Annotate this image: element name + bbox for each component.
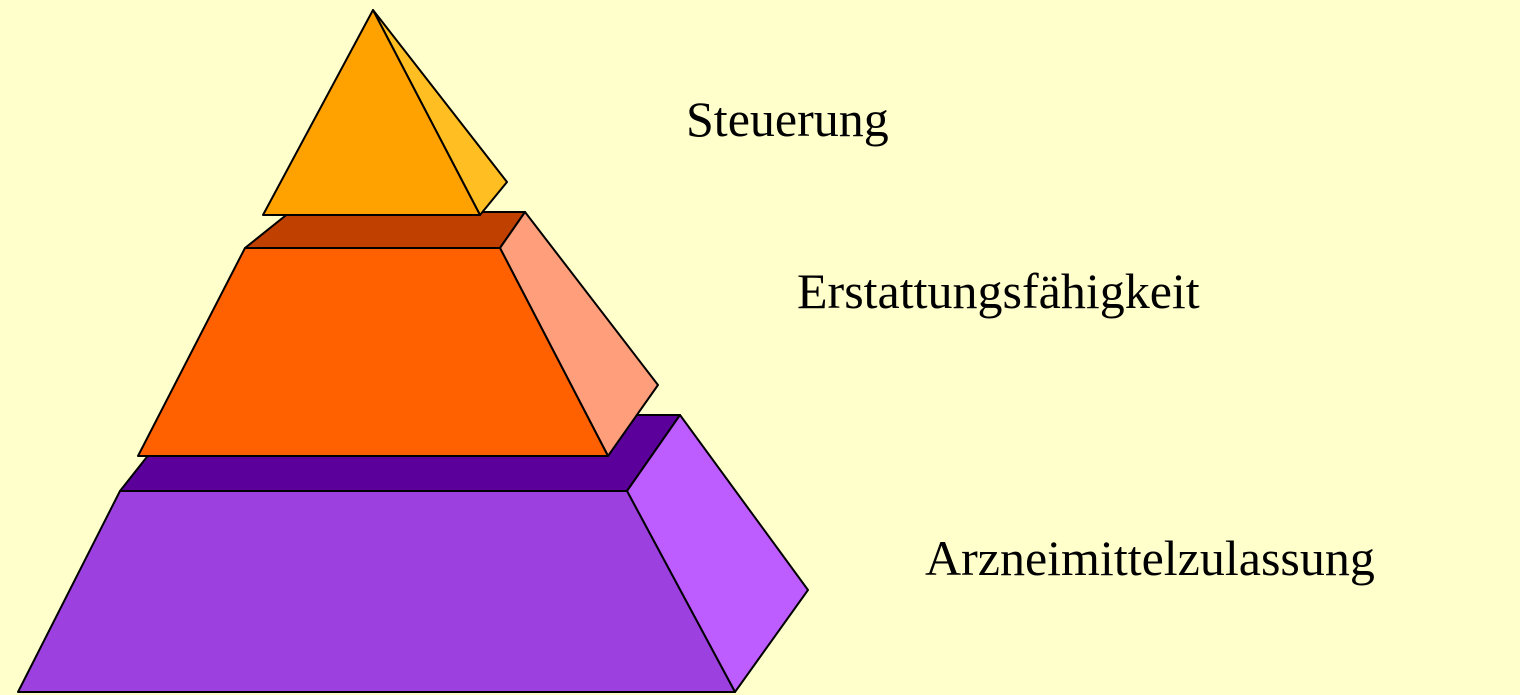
tier-middle-top-face xyxy=(245,212,525,248)
tier-bottom-front-face xyxy=(18,491,735,692)
pyramid-tier-top xyxy=(263,10,507,215)
label-erstattungsfaehigkeit: Erstattungsfähigkeit xyxy=(797,266,1200,316)
label-arzneimittelzulassung: Arzneimittelzulassung xyxy=(925,533,1375,583)
label-steuerung: Steuerung xyxy=(686,94,889,144)
pyramid-tier-middle xyxy=(138,212,658,456)
